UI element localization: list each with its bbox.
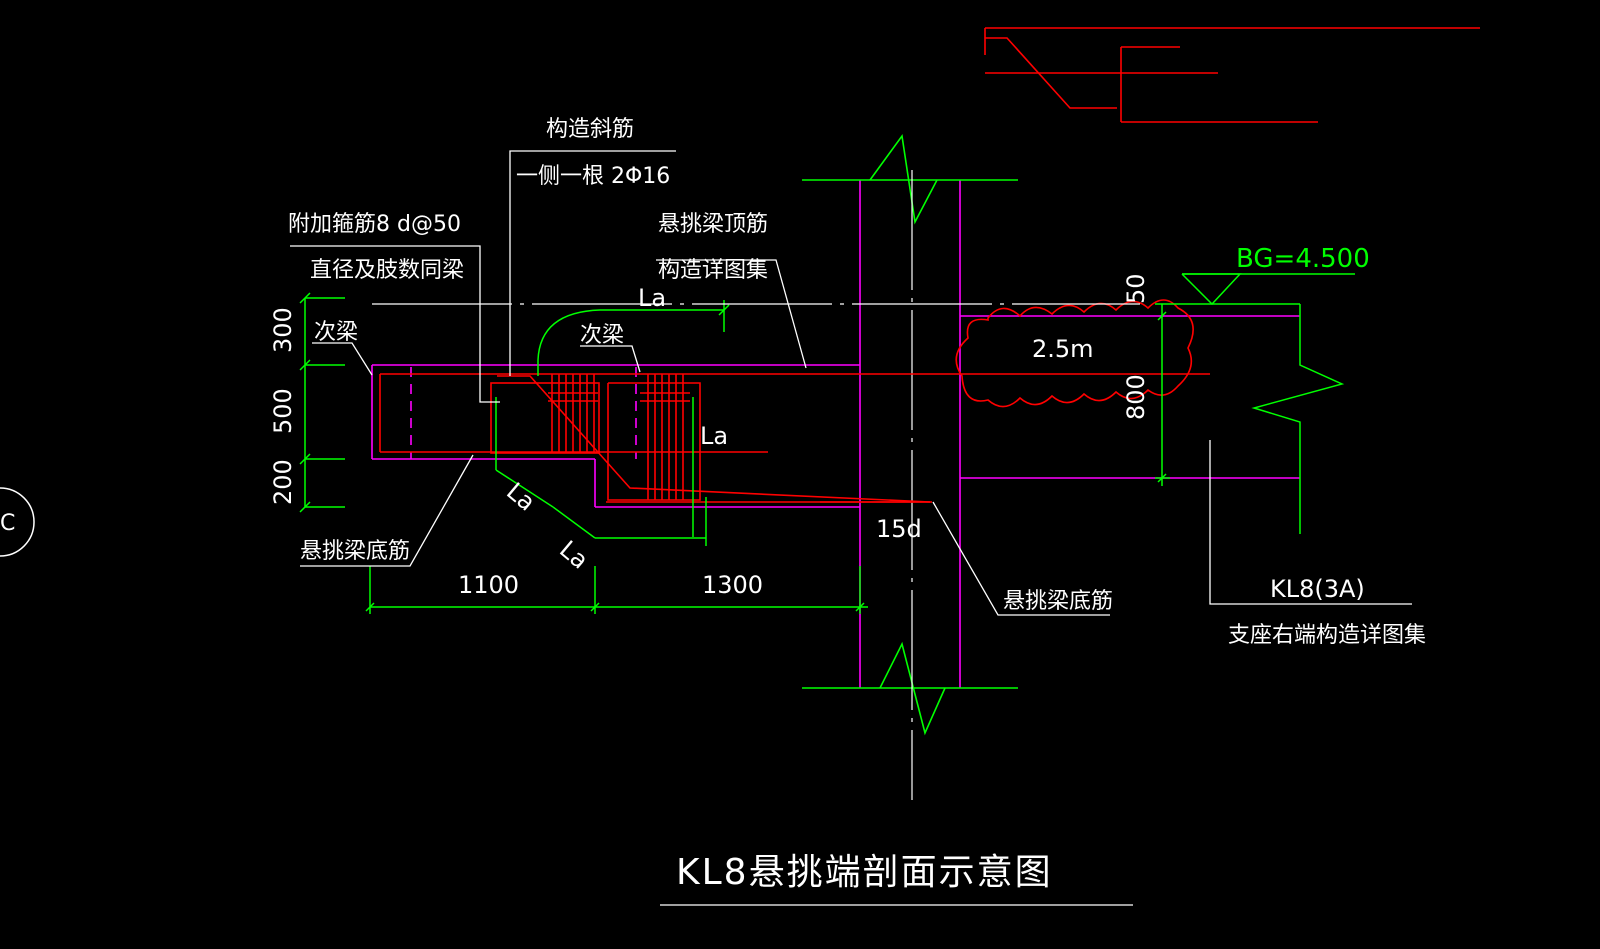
dimension-lines — [304, 273, 1355, 614]
dim-500: 500 — [269, 388, 297, 434]
dim-300: 300 — [269, 307, 297, 353]
dim-1100: 1100 — [458, 571, 519, 599]
dim-1300: 1300 — [702, 571, 763, 599]
dim-la-diag1: La — [501, 477, 541, 516]
label-diag-rebar-2: 一侧一根 2Φ16 — [516, 164, 670, 189]
dim-la-top: La — [638, 284, 666, 312]
top-right-red-fragment — [984, 27, 1480, 123]
label-secondary-beam-left: 次梁 — [314, 320, 358, 345]
dim-15d: 15d — [876, 515, 922, 543]
svg-text:C: C — [0, 511, 15, 536]
cantilever-beam-outline — [371, 315, 1300, 508]
label-diag-rebar-1: 构造斜筋 — [546, 117, 634, 142]
column-break-lines — [802, 133, 1018, 736]
label-beam-code: KL8(3A) — [1270, 575, 1365, 603]
dim-50: 50 — [1122, 273, 1150, 304]
label-top-rebar-1: 悬挑梁顶筋 — [658, 212, 768, 237]
leader-lines — [290, 150, 1412, 906]
dim-la-diag2: La — [554, 535, 594, 574]
label-elevation: BG=4.500 — [1236, 244, 1370, 274]
label-top-rebar-2: 构造详图集 — [658, 258, 768, 283]
dim-800: 800 — [1122, 374, 1150, 420]
secondary-beam-dashed — [410, 367, 637, 459]
dim-200: 200 — [269, 459, 297, 505]
label-cloud-note: 2.5m — [1032, 335, 1094, 363]
dim-la-mid: La — [700, 422, 728, 450]
label-extra-stirrup-2: 直径及肢数同梁 — [310, 258, 464, 283]
label-cantilever-bottom-right: 悬挑梁底筋 — [1003, 589, 1113, 614]
label-support-note: 支座右端构造详图集 — [1228, 623, 1426, 648]
label-secondary-beam-mid: 次梁 — [580, 323, 624, 348]
label-cantilever-bottom-left: 悬挑梁底筋 — [300, 539, 410, 564]
axis-circle-fragment — [0, 487, 35, 557]
column-outline — [859, 180, 961, 688]
rebar-lines — [379, 373, 1210, 503]
dimension-ticks — [299, 292, 730, 513]
drawing-title: KL8悬挑端剖面示意图 — [676, 852, 1053, 893]
label-extra-stirrup-1: 附加箍筋8 d@50 — [288, 212, 461, 237]
